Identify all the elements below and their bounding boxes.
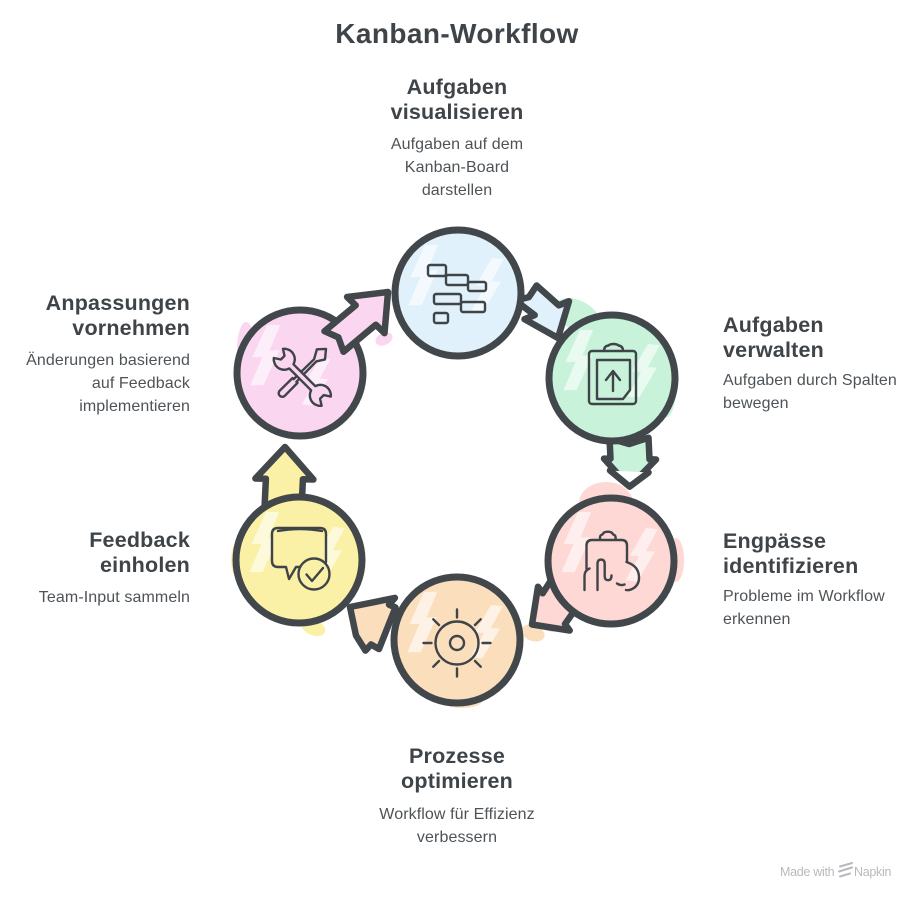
svg-text:Napkin: Napkin [854, 865, 891, 879]
svg-text:Made with: Made with [780, 865, 835, 879]
